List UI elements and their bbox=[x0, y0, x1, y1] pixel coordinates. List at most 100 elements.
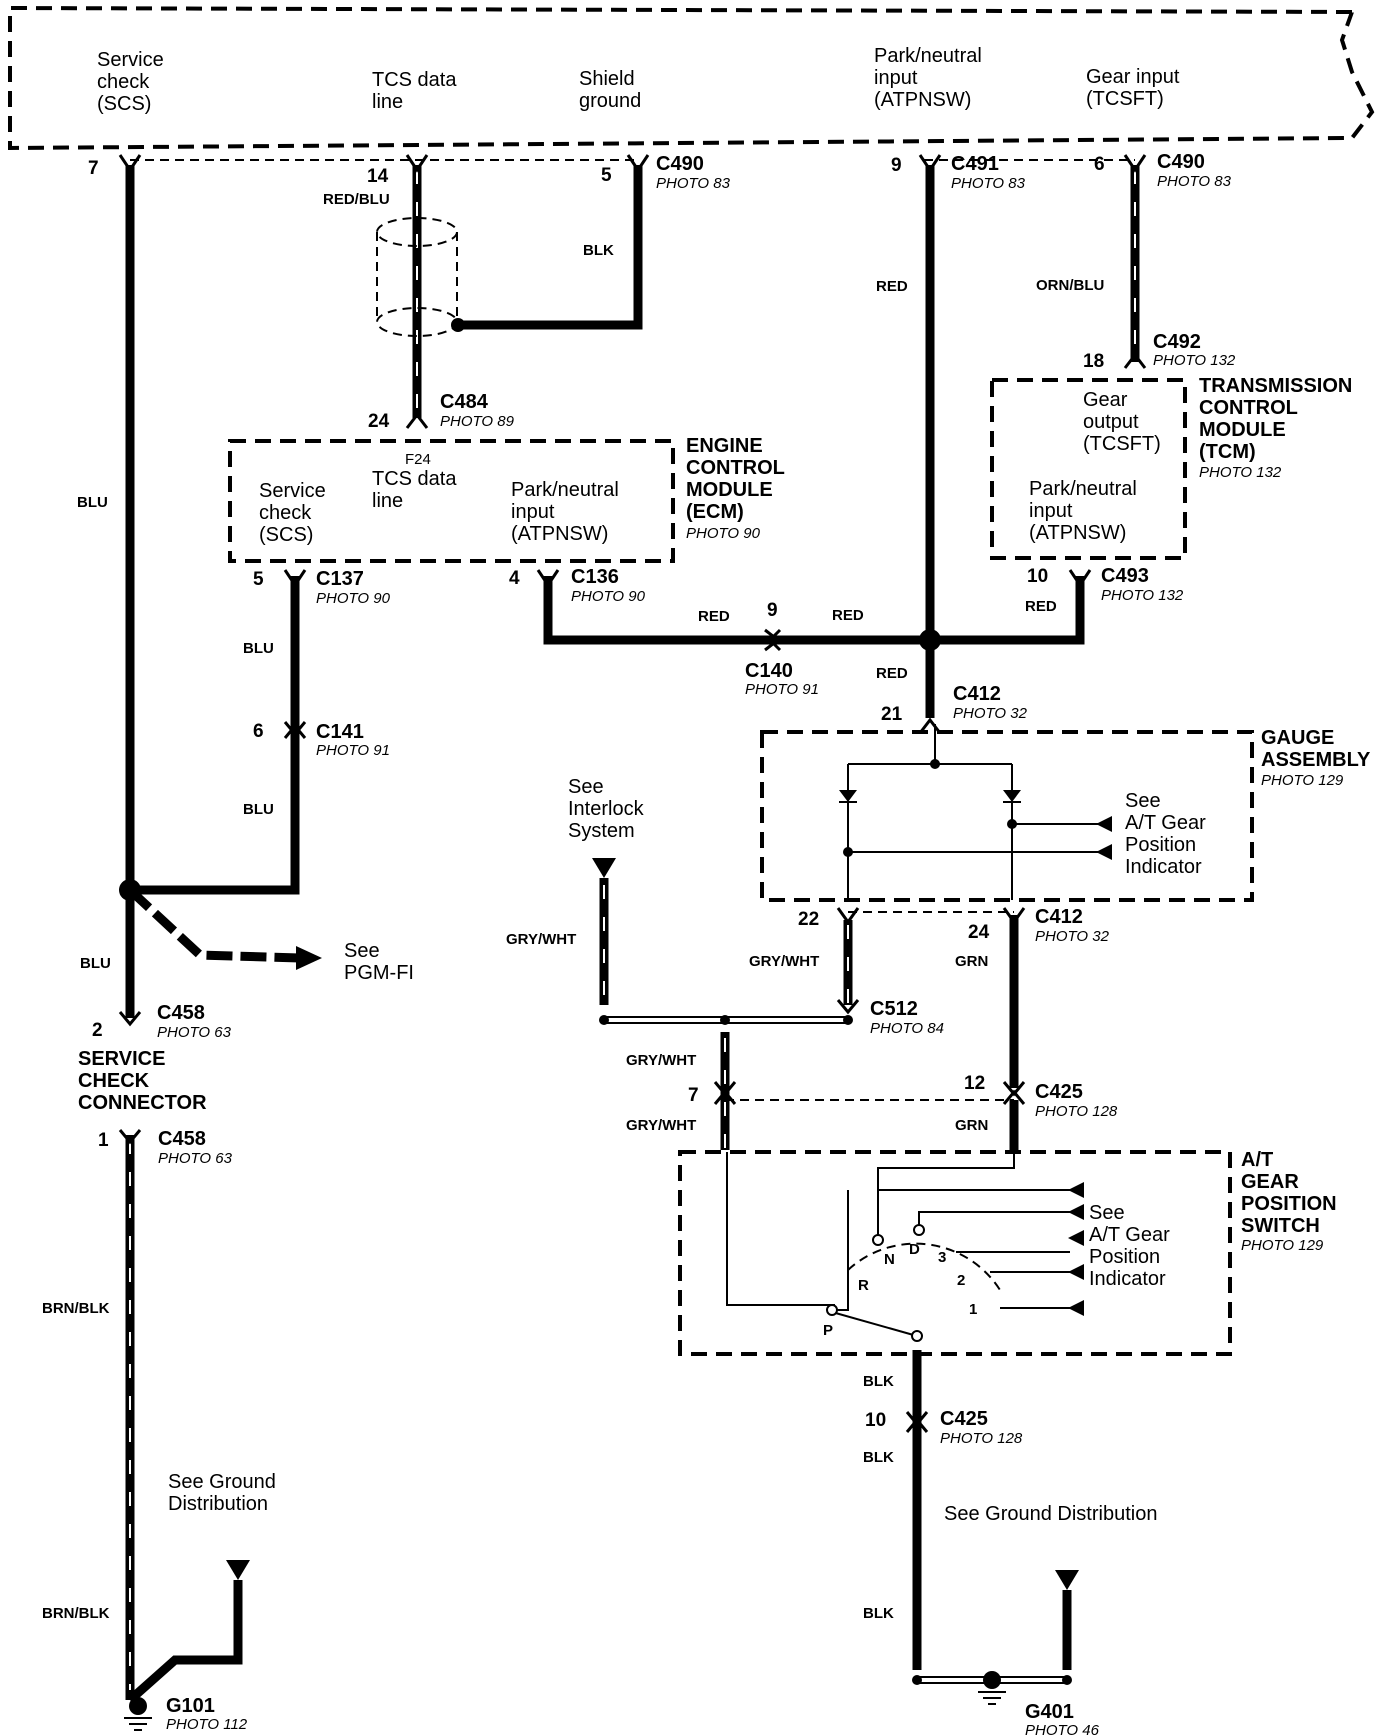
dot bbox=[599, 1015, 609, 1025]
wire-label: BRN/BLK bbox=[42, 1300, 110, 1317]
ground-g401-icon bbox=[978, 1671, 1006, 1705]
wire-label: BLU bbox=[80, 955, 111, 972]
c458b-name: C458 bbox=[158, 1128, 206, 1150]
pin-10b: 10 bbox=[865, 1410, 886, 1431]
c137-photo: PHOTO 90 bbox=[316, 590, 391, 607]
arrow-switch-icon bbox=[1068, 1204, 1084, 1220]
gauge-box bbox=[760, 730, 1254, 902]
pin-18: 18 bbox=[1083, 351, 1104, 372]
switch-internal bbox=[726, 1152, 1084, 1342]
pos-r: R bbox=[858, 1277, 869, 1294]
pin-14: 14 bbox=[367, 166, 389, 187]
wire-label: GRY/WHT bbox=[749, 953, 819, 970]
switch-photo: PHOTO 129 bbox=[1241, 1237, 1324, 1254]
arrow-pgm-icon bbox=[296, 946, 322, 970]
pos-p: P bbox=[823, 1322, 833, 1339]
wire-blu-c137 bbox=[130, 576, 300, 895]
c458-name: C458 bbox=[157, 1002, 205, 1024]
c412-photo: PHOTO 32 bbox=[953, 705, 1028, 722]
g401-photo: PHOTO 46 bbox=[1025, 1722, 1100, 1736]
c484-photo: PHOTO 89 bbox=[440, 413, 515, 430]
gauge-photo: PHOTO 129 bbox=[1261, 772, 1344, 789]
c492-photo: PHOTO 132 bbox=[1153, 352, 1236, 369]
pin-7: 7 bbox=[88, 158, 99, 179]
c493-name: C493 bbox=[1101, 565, 1149, 587]
pos-d: D bbox=[909, 1241, 920, 1258]
arrow-gauge-icon bbox=[1096, 844, 1112, 860]
switch-box bbox=[678, 1150, 1232, 1356]
arrow-switch-icon bbox=[1068, 1230, 1084, 1246]
pos-3: 3 bbox=[938, 1249, 946, 1266]
wire-label: GRY/WHT bbox=[506, 931, 576, 948]
wire-label: RED/BLU bbox=[323, 191, 390, 208]
g401-name: G401 bbox=[1025, 1701, 1074, 1723]
c412b-name: C412 bbox=[1035, 906, 1083, 928]
wire-label: RED bbox=[832, 607, 864, 624]
wire-brn-blk-b bbox=[127, 1580, 243, 1704]
wire-label: BRN/BLK bbox=[42, 1605, 110, 1622]
wire-label: RED bbox=[1025, 598, 1057, 615]
c425-photo: PHOTO 128 bbox=[1035, 1103, 1118, 1120]
c484-name: C484 bbox=[440, 391, 489, 413]
c512-photo: PHOTO 84 bbox=[870, 1020, 944, 1037]
arrow-ground-icon bbox=[226, 1560, 250, 1580]
c491-photo: PHOTO 83 bbox=[951, 175, 1026, 192]
diode-icon bbox=[1003, 790, 1021, 802]
pos-n: N bbox=[884, 1251, 895, 1268]
wire-label: BLK bbox=[863, 1605, 894, 1622]
wire-label: BLU bbox=[243, 801, 274, 818]
c490-photo: PHOTO 83 bbox=[656, 175, 731, 192]
dot bbox=[1062, 1675, 1072, 1685]
pin-5b: 5 bbox=[253, 569, 264, 590]
c512-name: C512 bbox=[870, 998, 918, 1020]
g101-photo: PHOTO 112 bbox=[166, 1716, 248, 1733]
pin-4: 4 bbox=[509, 568, 520, 589]
c136-name: C136 bbox=[571, 566, 619, 588]
diode-icon bbox=[839, 790, 857, 802]
switch-positions: P R N D 3 2 1 bbox=[823, 1241, 977, 1339]
wire-label: RED bbox=[698, 608, 730, 625]
c412b-photo: PHOTO 32 bbox=[1035, 928, 1110, 945]
arrow-switch-icon bbox=[1068, 1300, 1084, 1316]
wire-label: BLK bbox=[863, 1373, 894, 1390]
pin-2: 2 bbox=[92, 1020, 103, 1041]
shield-splice bbox=[451, 318, 465, 332]
wire-label: BLK bbox=[863, 1449, 894, 1466]
c490-name: C490 bbox=[656, 153, 704, 175]
pin-1: 1 bbox=[98, 1130, 109, 1151]
wire-label: ORN/BLU bbox=[1036, 277, 1104, 294]
dot bbox=[720, 1015, 730, 1025]
wire-label: RED bbox=[876, 278, 908, 295]
c141-photo: PHOTO 91 bbox=[316, 742, 390, 759]
wire-label: GRY/WHT bbox=[626, 1117, 696, 1134]
gauge-internal bbox=[839, 724, 1112, 900]
ecm-pin-f24: F24 bbox=[405, 451, 431, 468]
ground-g101-icon bbox=[124, 1697, 152, 1731]
ecm-photo: PHOTO 90 bbox=[686, 525, 761, 542]
splice-red bbox=[919, 629, 941, 651]
arrow-gauge-icon bbox=[1096, 816, 1112, 832]
pin-24b: 24 bbox=[968, 922, 990, 943]
pin-24: 24 bbox=[368, 411, 390, 432]
tcm-photo: PHOTO 132 bbox=[1199, 464, 1282, 481]
pin-6b: 6 bbox=[253, 721, 264, 742]
wire-color-labels: RED/BLU BLK RED ORN/BLU BLU BLU BLU BLU … bbox=[42, 191, 1104, 1622]
pin-10: 10 bbox=[1027, 566, 1048, 587]
c141-name: C141 bbox=[316, 721, 364, 743]
wire-label: BLU bbox=[77, 494, 108, 511]
c137-name: C137 bbox=[316, 568, 364, 590]
